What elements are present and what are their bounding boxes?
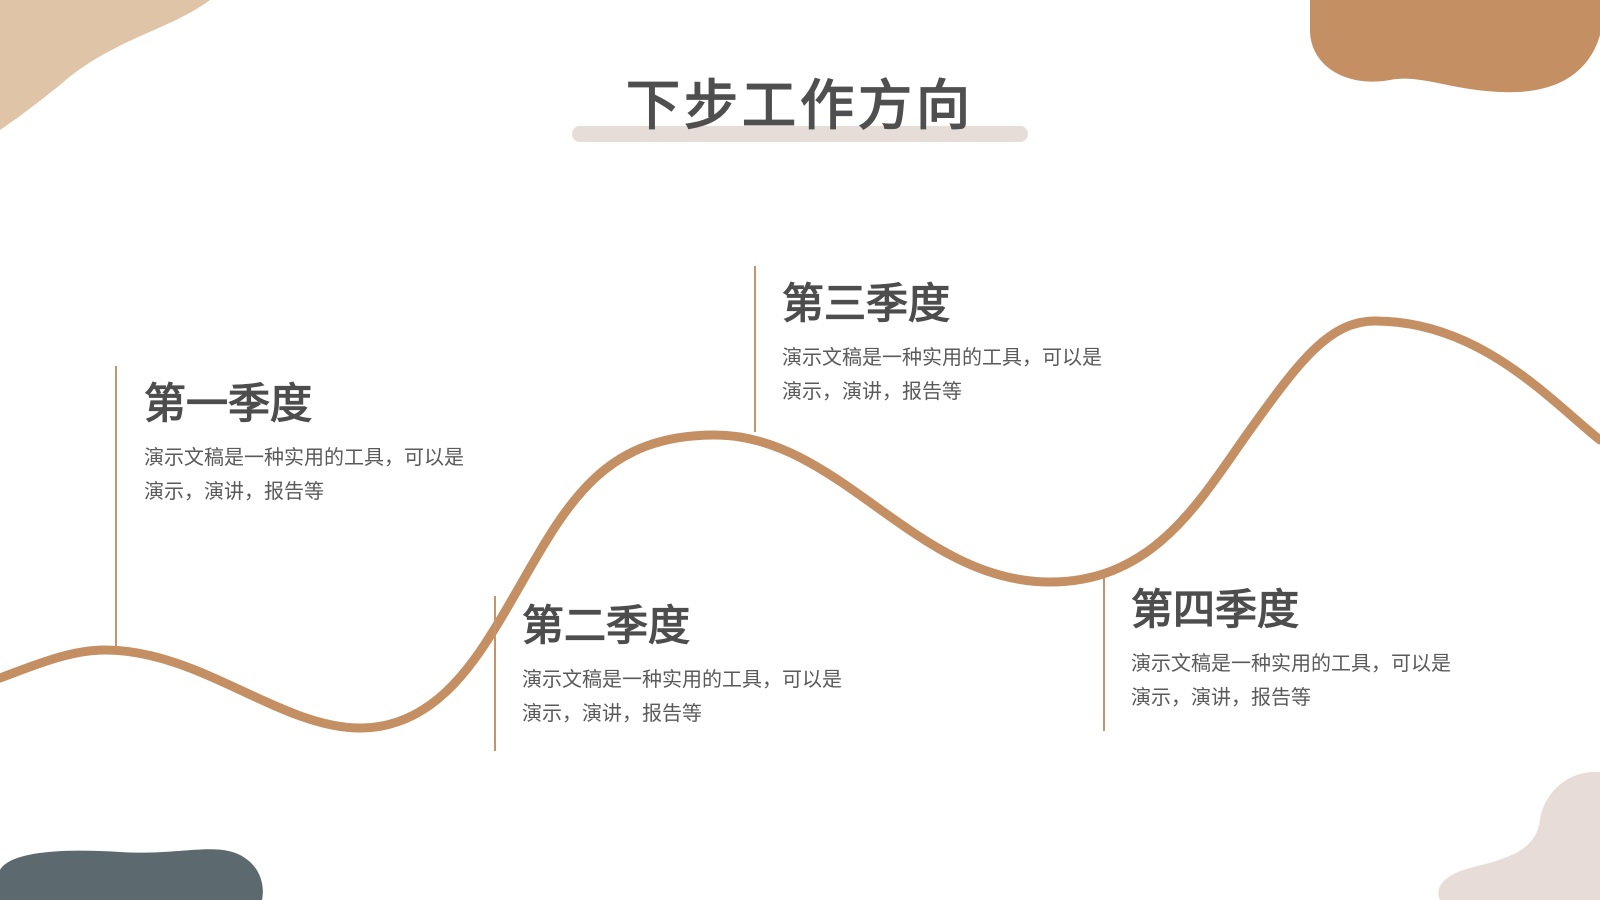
quarter-title: 第三季度 [782,279,951,328]
description-line-1: 演示文稿是一种实用的工具，可以是 [144,445,464,469]
connector-line-q1 [115,366,117,648]
quarter-title: 第四季度 [1131,585,1300,634]
timeline-curve [0,316,1600,733]
quarter-description: 演示文稿是一种实用的工具，可以是 演示，演讲，报告等 [782,340,1152,408]
quarter-block-2: 第二季度 演示文稿是一种实用的工具，可以是 演示，演讲，报告等 [522,598,892,730]
quarter-block-3: 第三季度 演示文稿是一种实用的工具，可以是 演示，演讲，报告等 [782,276,1152,408]
quarter-description: 演示文稿是一种实用的工具，可以是 演示，演讲，报告等 [1131,646,1501,714]
page-title: 下步工作方向 [626,74,974,137]
description-line-2: 演示，演讲，报告等 [1131,685,1311,709]
quarter-block-4: 第四季度 演示文稿是一种实用的工具，可以是 演示，演讲，报告等 [1131,582,1501,714]
quarter-block-1: 第一季度 演示文稿是一种实用的工具，可以是 演示，演讲，报告等 [144,376,514,508]
description-line-2: 演示，演讲，报告等 [522,701,702,725]
blob-bottom-right [1438,771,1600,900]
quarter-description: 演示文稿是一种实用的工具，可以是 演示，演讲，报告等 [144,440,514,508]
title-underline [572,126,1028,142]
quarter-title: 第一季度 [144,379,313,428]
quarter-description: 演示文稿是一种实用的工具，可以是 演示，演讲，报告等 [522,662,892,730]
quarter-title: 第二季度 [522,601,691,650]
blob-top-left [0,0,210,130]
connector-line-q2 [494,596,496,751]
description-line-1: 演示文稿是一种实用的工具，可以是 [782,345,1102,369]
title-area: 下步工作方向 [0,68,1600,144]
description-line-1: 演示文稿是一种实用的工具，可以是 [1131,651,1451,675]
blob-top-right [1310,0,1600,93]
connector-line-q4 [1103,578,1105,731]
blob-bottom-left [0,849,263,900]
description-line-1: 演示文稿是一种实用的工具，可以是 [522,667,842,691]
description-line-2: 演示，演讲，报告等 [144,479,324,503]
connector-line-q3 [754,266,756,432]
description-line-2: 演示，演讲，报告等 [782,379,962,403]
